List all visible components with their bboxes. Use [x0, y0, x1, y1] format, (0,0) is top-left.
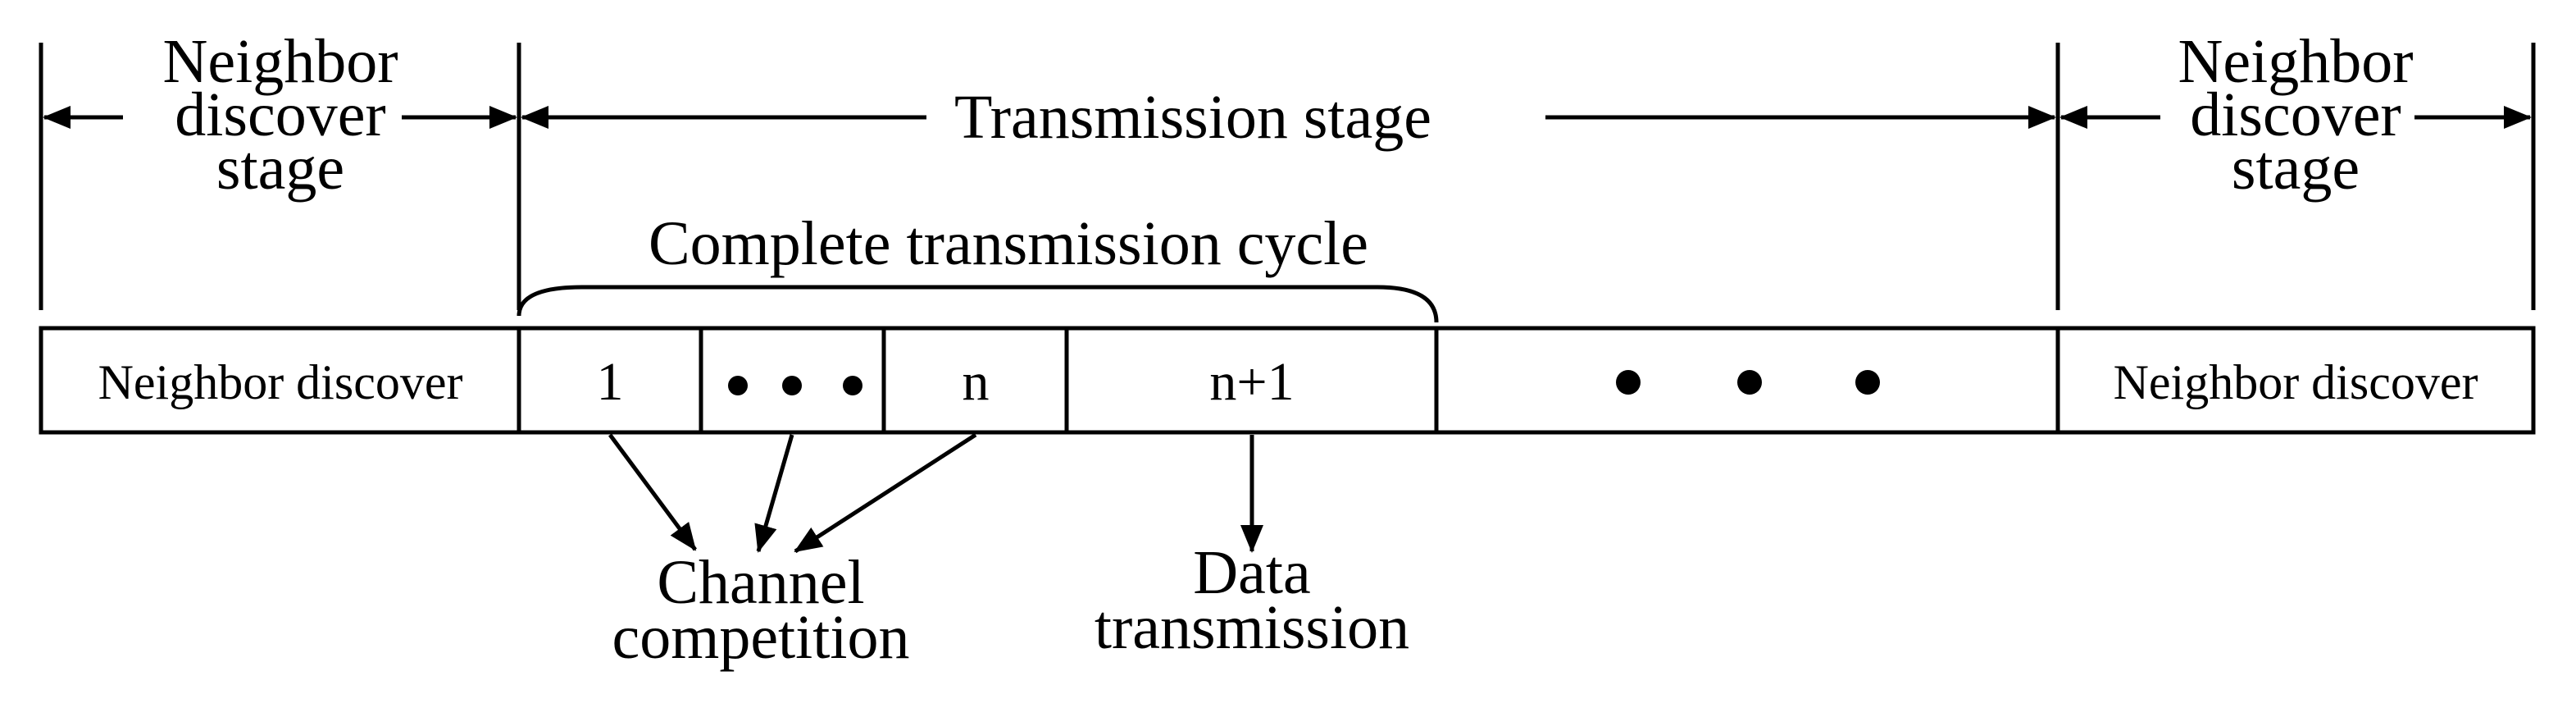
ellipsis-dot	[782, 376, 802, 395]
cell-slot-n-plus-1: n+1	[1209, 352, 1294, 412]
ellipsis-dot	[843, 376, 862, 395]
cell-neighbor-discover-right: Neighbor discover	[2114, 355, 2478, 409]
cell-slot-1: 1	[597, 352, 624, 412]
data-transmission-line2: transmission	[1095, 593, 1409, 662]
left-stage-label-line2: discover	[175, 80, 385, 149]
cycle-label: Complete transmission cycle	[649, 209, 1368, 278]
cycle-brace	[517, 285, 1439, 323]
channel-competition-line2: competition	[612, 603, 909, 672]
arrow-slotn-to-channel	[794, 432, 977, 554]
stage-boundaries	[39, 43, 2536, 310]
cell-neighbor-discover-left: Neighbor discover	[98, 355, 463, 409]
timeline-outline	[39, 326, 2536, 435]
ellipsis-dot	[1737, 370, 1762, 395]
ellipsis-dot	[728, 376, 748, 395]
annotation-arrows	[608, 432, 1263, 554]
cell-ellipsis-small	[728, 376, 862, 395]
arrow-slot1-to-channel	[608, 433, 698, 551]
right-stage-label-line1: Neighbor	[2178, 27, 2413, 96]
left-stage-label-line3: stage	[216, 134, 344, 203]
right-stage-label-line2: discover	[2190, 80, 2401, 149]
timeline-bar	[39, 326, 2536, 435]
transmission-stage-label: Transmission stage	[954, 83, 1431, 152]
ellipsis-dot	[1616, 370, 1641, 395]
left-stage-label-line1: Neighbor	[162, 27, 398, 96]
cell-ellipsis-large	[1616, 370, 1880, 395]
cell-slot-n: n	[963, 352, 990, 412]
right-stage-label-line3: stage	[2232, 134, 2360, 203]
channel-competition-line1: Channel	[657, 548, 864, 617]
ellipsis-dot	[1855, 370, 1880, 395]
arrow-ellipsis-to-channel	[754, 434, 794, 553]
data-transmission-line1: Data	[1193, 538, 1310, 607]
